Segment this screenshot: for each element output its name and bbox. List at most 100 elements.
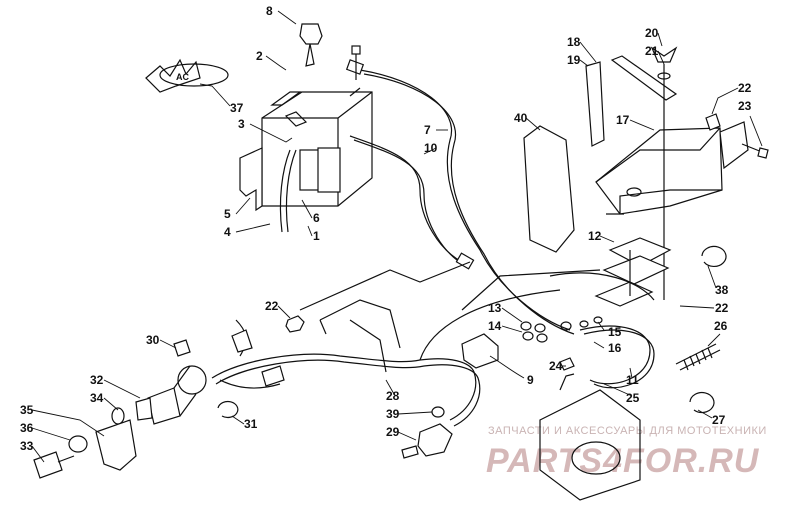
decal-logo: AC [145,58,229,93]
wing-nut [650,46,678,300]
callout-1: 1 [313,229,320,243]
callout-10: 10 [424,141,438,155]
battery-bolt [351,45,361,80]
callout-39: 39 [386,407,400,421]
callout-38: 38 [715,283,729,297]
battery-cables [345,59,575,335]
callout-17: 17 [616,113,630,127]
callout-3: 3 [238,117,245,131]
tray-fasteners [705,113,769,159]
leader-line-13 [501,307,523,323]
callout-13: 13 [488,301,502,315]
leader-line-29 [397,431,417,441]
leader-line-33 [31,445,45,463]
leader-line-37 [199,83,231,107]
leader-line-31 [231,415,245,425]
ignition-switch [111,329,285,425]
leader-line-6 [301,199,313,219]
callout-16: 16 [608,341,622,355]
callout-29: 29 [386,425,400,439]
leader-line-30 [159,339,177,349]
leader-line-20 [657,32,663,47]
watermark: ЗАПЧАСТИ И АКСЕССУАРЫ ДЛЯ МОТОТЕХНИКИ PA… [486,425,767,480]
svg-text:AC: AC [176,72,189,82]
starter-motor [539,373,641,501]
snap-ring-27 [689,391,715,414]
callout-12: 12 [588,229,602,243]
leader-line-19 [579,59,589,67]
leader-lines [31,10,763,463]
leader-line-22 [277,305,291,319]
leader-line-18 [579,41,597,63]
terminal-hardware [461,316,603,369]
callout-15: 15 [608,325,622,339]
callout-19: 19 [567,53,581,67]
battery-strap [239,147,297,233]
hold-down-bracket [585,61,605,147]
leader-line-16 [593,341,605,349]
callout-7: 7 [424,123,431,137]
frame-nut [285,315,305,333]
callout-6: 6 [313,211,320,225]
leader-line-22 [679,305,715,309]
leader-line-28 [385,379,395,395]
callout-28: 28 [386,389,400,403]
callout-2: 2 [256,49,263,63]
callout-25: 25 [626,391,640,405]
frame-section [299,261,601,373]
callout-32: 32 [90,373,104,387]
battery-tray [595,121,749,215]
callout-9: 9 [527,373,534,387]
relay-bracket [594,237,672,307]
leader-line-26 [707,333,721,347]
leader-line-17 [629,119,655,131]
callout-23: 23 [738,99,752,113]
callout-35: 35 [20,403,34,417]
snap-ring-31 [217,400,239,419]
callout-27: 27 [712,413,726,427]
leader-line-21 [657,50,665,65]
leader-line-23 [749,115,763,147]
leader-line-11 [629,367,633,379]
leader-line-12 [599,235,615,243]
callout-20: 20 [645,26,659,40]
leader-line-4 [235,223,271,233]
starter-cables [549,272,655,389]
leader-line-10 [423,147,437,155]
callout-11: 11 [626,373,639,387]
leader-line-27 [697,409,713,419]
callout-5: 5 [224,207,231,221]
callout-21: 21 [645,44,659,58]
vent-cap [299,23,323,67]
leader-line-35 [31,409,105,437]
callout-31: 31 [244,417,258,431]
watermark-brand: PARTS4FOR.RU [486,442,760,480]
leader-line-36 [31,427,71,441]
shield-plate [523,125,575,253]
callout-4: 4 [224,225,231,239]
callout-24: 24 [549,359,563,373]
callout-22: 22 [715,301,729,315]
watermark-tagline: ЗАПЧАСТИ И АКСЕССУАРЫ ДЛЯ МОТОТЕХНИКИ [488,425,767,437]
leader-line-1 [307,225,313,237]
leader-line-15 [597,321,605,331]
callout-26: 26 [714,319,728,333]
leader-line-32 [103,379,141,399]
battery [261,87,373,207]
callout-22: 22 [265,299,279,313]
leader-line-14 [501,325,523,333]
leader-line-22 [711,87,739,115]
wiring-harness [211,289,561,427]
leader-line-5 [235,197,251,215]
key-set [33,419,137,479]
callout-22: 22 [738,81,752,95]
leader-line-8 [277,10,297,25]
leader-line-2 [265,55,287,71]
callout-33: 33 [20,439,34,453]
callout-40: 40 [514,111,528,125]
callout-18: 18 [567,35,581,49]
connector [401,406,453,459]
leader-line-25 [603,383,633,397]
